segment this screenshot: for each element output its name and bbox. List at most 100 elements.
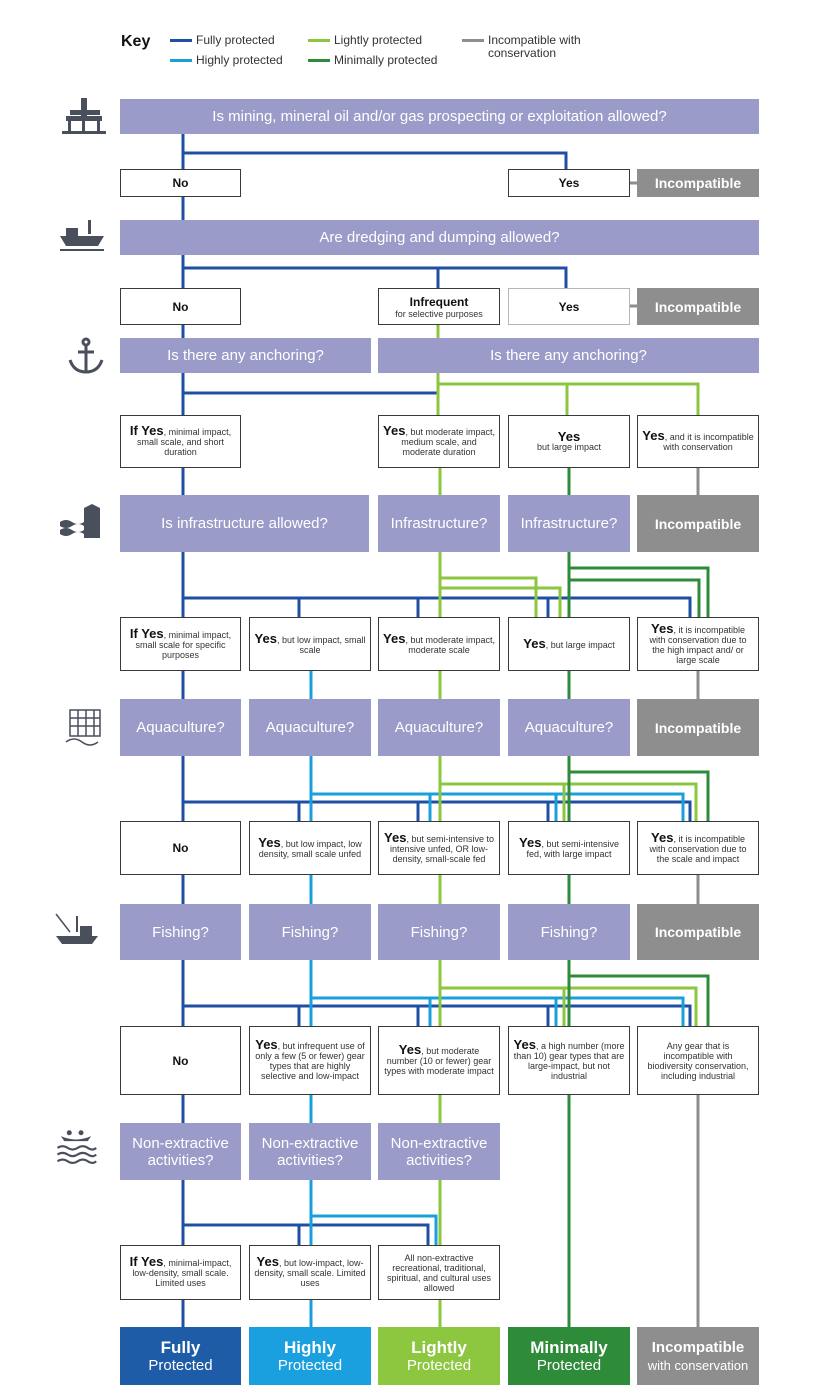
fishing-answer-1: No: [120, 1026, 241, 1095]
anchoring-answer-4: Yes, and it is incompatible with conserv…: [637, 415, 759, 468]
aquaculture-question-1: Aquaculture?: [120, 699, 241, 756]
answer-text: , but moderate impact, moderate scale: [405, 634, 495, 655]
mining-incompatible: Incompatible: [637, 169, 759, 197]
anchor-icon: [68, 337, 104, 374]
answer-lead: Yes: [642, 428, 665, 443]
infrastructure-question-1: Is infrastructure allowed?: [120, 495, 369, 552]
nonextractive-question-2: Non-extractive activities?: [249, 1123, 371, 1180]
answer-text: , but low impact, low density, small sca…: [258, 838, 362, 859]
answer-text: , but moderate impact, medium scale, and…: [401, 427, 495, 457]
answer-lead: If Yes: [129, 423, 164, 438]
aquaculture-answer-4: Yes, but semi-intensive fed, with large …: [508, 821, 630, 875]
dredging-infrequent-label: Infrequent: [409, 294, 469, 309]
key-highly-protected: Highly protected: [170, 54, 283, 67]
answer-no: No: [172, 1053, 189, 1068]
outcome-line2: Protected: [406, 1357, 472, 1374]
key-label: Lightly protected: [334, 33, 423, 47]
key-label: Incompatible with conservation: [488, 33, 581, 60]
aquaculture-answer-3: Yes, but semi-intensive to intensive unf…: [378, 821, 500, 875]
key-incompatible: Incompatible with conservation: [462, 34, 602, 60]
outcome-line2: Protected: [536, 1357, 602, 1374]
fishing-boat-icon: [55, 913, 98, 944]
answer-lead: Yes: [513, 1037, 536, 1052]
outcome-line1: Highly: [284, 1338, 336, 1357]
mining-yes-label: Yes: [558, 176, 580, 190]
kayaking-waves-icon: [56, 1130, 97, 1165]
outcome-line2: Protected: [277, 1357, 343, 1374]
answer-text: , minimal impact, small scale for specif…: [135, 629, 232, 660]
fishing-question-3: Fishing?: [378, 904, 500, 960]
infrastructure-question-2: Infrastructure?: [378, 495, 500, 552]
aquaculture-net-icon: [65, 709, 101, 746]
answer-lead: Yes: [256, 1254, 279, 1269]
answer-text: , but low-impact, low-density, small sca…: [254, 1258, 366, 1288]
answer-lead: Yes: [383, 423, 406, 438]
answer-text: , it is incompatible with conservation d…: [649, 624, 747, 665]
fishing-question-4: Fishing?: [508, 904, 630, 960]
answer-text: , and it is incompatible with conservati…: [663, 432, 754, 452]
aquaculture-answer-1: No: [120, 821, 241, 875]
answer-text: , but semi-intensive fed, with large imp…: [526, 838, 619, 859]
nonextractive-question-3: Non-extractive activities?: [378, 1123, 500, 1180]
key-fully-protected: Fully protected: [170, 34, 275, 47]
dredging-yes-box: Yes: [508, 288, 630, 325]
mining-question: Is mining, mineral oil and/or gas prospe…: [120, 99, 759, 134]
infrastructure-answer-1: If Yes, minimal impact, small scale for …: [120, 617, 241, 671]
aquaculture-question-2: Aquaculture?: [249, 699, 371, 756]
key-swatch: [170, 59, 192, 62]
answer-lead: Yes: [651, 620, 674, 636]
mining-no-box: No: [120, 169, 241, 197]
answer-lead: Yes: [254, 630, 277, 646]
answer-text: Any gear that is incompatible with biodi…: [647, 1040, 749, 1081]
aquaculture-question-3: Aquaculture?: [378, 699, 500, 756]
answer-text: but large impact: [536, 441, 602, 452]
fishing-question-2: Fishing?: [249, 904, 371, 960]
key-swatch: [308, 39, 330, 42]
answer-text: , but low impact, small scale: [276, 634, 366, 655]
infrastructure-incompatible: Incompatible: [637, 495, 759, 552]
key-swatch: [170, 39, 192, 42]
key-lightly-protected: Lightly protected: [308, 34, 422, 47]
answer-lead: Yes: [258, 834, 281, 850]
answer-text: , a high number (more than 10) gear type…: [513, 1041, 625, 1081]
anchoring-answer-2: Yes, but moderate impact, medium scale, …: [378, 415, 500, 468]
outcome-line1: Lightly: [411, 1338, 467, 1357]
answer-lead: Yes: [384, 829, 407, 845]
dredging-yes-label: Yes: [558, 299, 580, 314]
answer-lead: Yes: [398, 1042, 422, 1057]
aquaculture-answer-2: Yes, but low impact, low density, small …: [249, 821, 371, 875]
fishing-question-1: Fishing?: [120, 904, 241, 960]
dredging-no-label: No: [172, 299, 189, 314]
fishing-answer-4: Yes, a high number (more than 10) gear t…: [508, 1026, 630, 1095]
infrastructure-answer-4: Yes, but large impact: [508, 617, 630, 671]
answer-text: , but large impact: [545, 639, 615, 650]
aquaculture-question-4: Aquaculture?: [508, 699, 630, 756]
answer-text: , but infrequent use of only a few (5 or…: [255, 1041, 365, 1081]
key-swatch: [462, 39, 484, 42]
key-label: Highly protected: [196, 53, 283, 67]
dredging-infrequent-sub: for selective purposes: [395, 308, 483, 319]
infrastructure-answer-3: Yes, but moderate impact, moderate scale: [378, 617, 500, 671]
dredging-question: Are dredging and dumping allowed?: [120, 220, 759, 255]
answer-text: , but moderate number (10 or fewer) gear…: [384, 1046, 494, 1076]
key-minimally-protected: Minimally protected: [308, 54, 437, 67]
answer-text: , minimal-impact, low-density, small sca…: [132, 1258, 232, 1288]
oil-rig-icon: [62, 98, 106, 134]
answer-lead: Yes: [519, 834, 542, 850]
answer-text: , minimal impact, small scale, and short…: [136, 427, 232, 457]
dredging-ship-icon: [60, 220, 104, 251]
coastal-infrastructure-icon: [60, 504, 100, 538]
aquaculture-incompatible: Incompatible: [637, 699, 759, 756]
answer-text: , it is incompatible with conservation d…: [649, 833, 747, 864]
answer-no: No: [172, 841, 189, 855]
nonextractive-question-1: Non-extractive activities?: [120, 1123, 241, 1180]
key-label: Fully protected: [196, 33, 275, 47]
outcome-line1: Minimally: [530, 1338, 608, 1357]
